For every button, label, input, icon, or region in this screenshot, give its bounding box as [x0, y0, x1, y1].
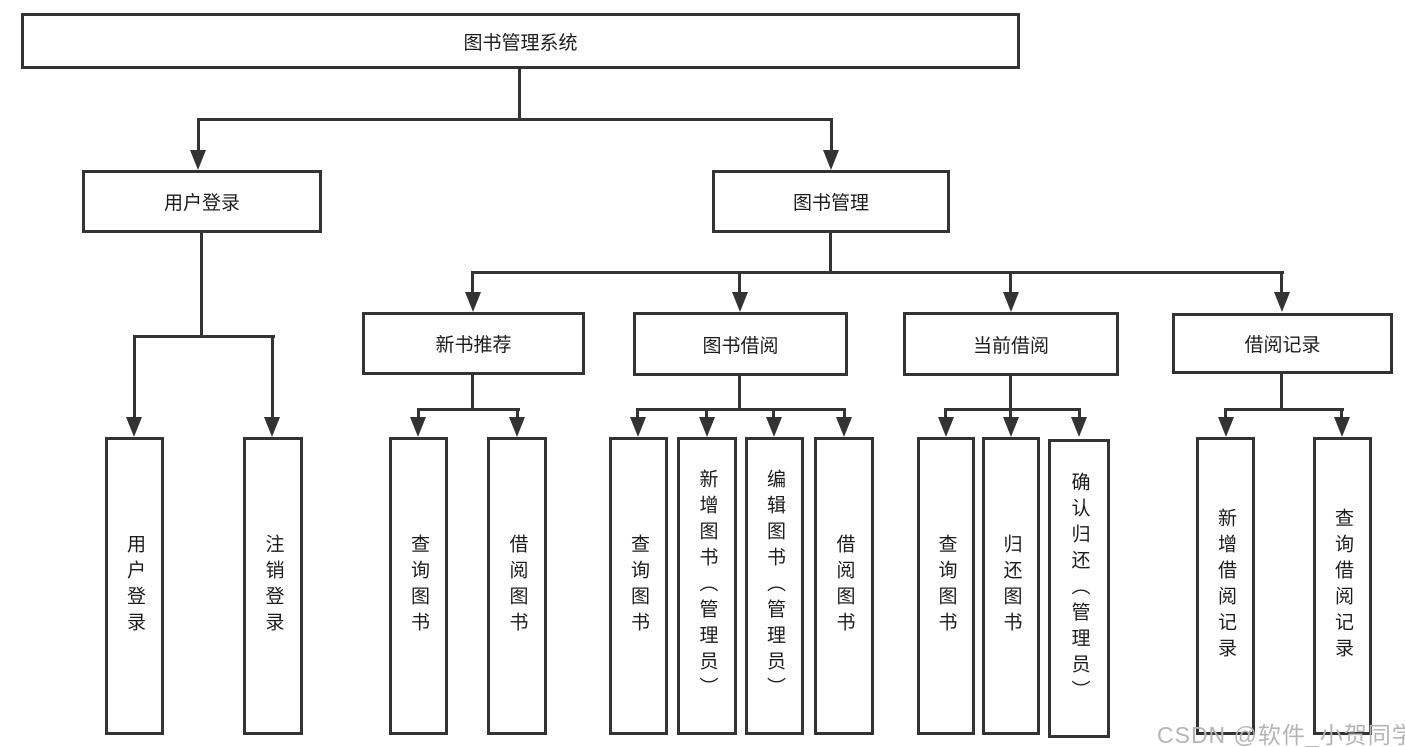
arrow-down-icon	[126, 417, 142, 437]
connector-line	[197, 118, 833, 121]
arrow-down-icon	[630, 417, 646, 437]
connector-line	[829, 233, 832, 274]
connector-line	[705, 408, 708, 419]
connector-line	[471, 271, 474, 294]
connector-line	[1224, 408, 1227, 419]
connector-line	[772, 408, 775, 419]
connector-line	[738, 271, 741, 294]
leaf-query-books-recommend: 查询图书	[389, 437, 448, 735]
leaf-borrow-books-recommend: 借阅图书	[487, 437, 547, 735]
connector-line	[830, 118, 833, 152]
connector-line	[471, 375, 474, 411]
node-library-management-system: 图书管理系统	[21, 13, 1020, 69]
arrow-down-icon	[1071, 417, 1087, 437]
connector-line	[944, 408, 947, 419]
connector-line	[516, 408, 519, 419]
connector-line	[1078, 408, 1081, 419]
arrow-down-icon	[836, 417, 852, 437]
leaf-query-books-borrow: 查询图书	[609, 437, 668, 735]
arrow-down-icon	[1218, 417, 1234, 437]
arrow-down-icon	[410, 417, 426, 437]
connector-line	[417, 408, 520, 411]
node-book-management: 图书管理	[712, 170, 950, 233]
connector-line	[200, 233, 203, 338]
arrow-down-icon	[1003, 417, 1019, 437]
connector-line	[1340, 408, 1343, 419]
arrow-down-icon	[938, 417, 954, 437]
connector-line	[417, 408, 420, 419]
connector-line	[636, 408, 639, 419]
connector-line	[1280, 374, 1283, 411]
arrow-down-icon	[264, 417, 280, 437]
connector-line	[518, 69, 521, 121]
arrow-down-icon	[1334, 417, 1350, 437]
arrow-down-icon	[1003, 292, 1019, 312]
leaf-add-book-admin: 新增图书（管理员）	[677, 437, 737, 735]
watermark: CSDN @软件_小贺同学	[1157, 722, 1405, 747]
arrow-down-icon	[509, 417, 525, 437]
node-new-book-recommend: 新书推荐	[362, 312, 585, 375]
connector-line	[271, 335, 274, 419]
leaf-user-login: 用户登录	[105, 437, 164, 735]
leaf-logout: 注销登录	[243, 437, 303, 735]
arrow-down-icon	[465, 292, 481, 312]
node-book-borrow: 图书借阅	[633, 312, 848, 376]
connector-line	[843, 408, 846, 419]
connector-line	[133, 335, 275, 338]
leaf-edit-book-admin: 编辑图书（管理员）	[745, 437, 804, 735]
connector-line	[738, 376, 741, 411]
connector-line	[471, 271, 1284, 274]
arrow-down-icon	[699, 417, 715, 437]
leaf-confirm-return-admin: 确认归还（管理员）	[1048, 439, 1110, 738]
arrow-down-icon	[1274, 292, 1290, 312]
leaf-query-borrow-record: 查询借阅记录	[1313, 437, 1372, 735]
connector-line	[636, 408, 846, 411]
node-current-borrow: 当前借阅	[903, 312, 1119, 376]
connector-line	[1009, 271, 1012, 294]
leaf-query-books-current: 查询图书	[917, 437, 975, 735]
arrow-down-icon	[190, 150, 206, 170]
leaf-add-borrow-record: 新增借阅记录	[1196, 437, 1255, 735]
arrow-down-icon	[766, 417, 782, 437]
connector-line	[1009, 408, 1012, 419]
node-borrow-records: 借阅记录	[1172, 313, 1393, 374]
connector-line	[1009, 376, 1012, 411]
arrow-down-icon	[823, 150, 839, 170]
arrow-down-icon	[732, 292, 748, 312]
connector-line	[197, 118, 200, 152]
leaf-borrow-books: 借阅图书	[814, 437, 874, 735]
connector-line	[1224, 408, 1344, 411]
connector-line	[944, 408, 1081, 411]
connector-line	[133, 335, 136, 419]
node-user-login: 用户登录	[82, 170, 322, 233]
leaf-return-book: 归还图书	[982, 437, 1040, 735]
connector-line	[1280, 271, 1283, 294]
